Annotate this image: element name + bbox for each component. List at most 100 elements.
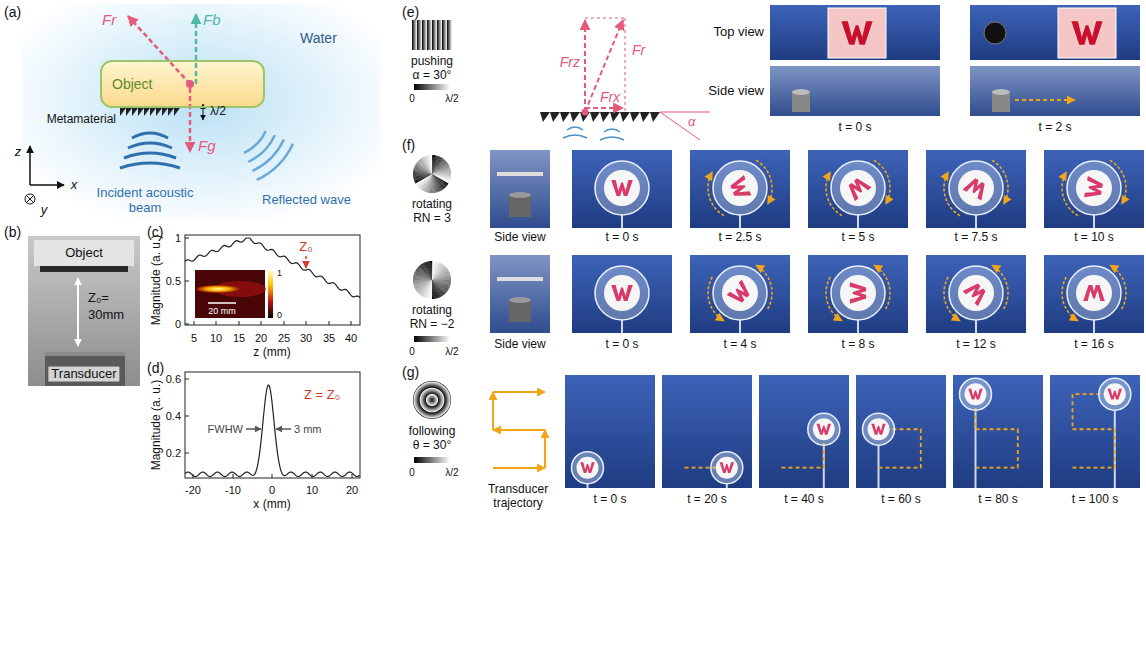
tick-label: 0.2 — [166, 447, 181, 460]
tick-label: 0 — [277, 310, 282, 320]
figure-label: y — [41, 203, 48, 218]
time-stamp: t = 12 s — [956, 338, 996, 352]
panel-g-art — [413, 375, 1140, 488]
figure-label: z — [15, 145, 22, 160]
figure-label: Z = Z₀ — [304, 388, 340, 403]
figure-label: Reflected wave — [262, 193, 351, 208]
tick-label: λ/2 — [445, 93, 458, 105]
tick-label: 0.5 — [166, 275, 181, 288]
tick-label: λ/2 — [445, 467, 458, 479]
figure-label: Object — [65, 246, 103, 261]
tick-label: 0 — [269, 484, 275, 497]
force-label: Frx — [600, 89, 620, 105]
tick-label: 35 — [323, 332, 335, 345]
panel-f-art — [413, 150, 1144, 342]
axis-title: Magnitude (a. u.) — [150, 235, 164, 326]
tick-label: 5 — [191, 332, 197, 345]
figure-label: Side view — [708, 84, 764, 99]
force-label: Fr — [102, 11, 116, 28]
tick-label: 15 — [233, 332, 245, 345]
tick-label: λ/2 — [445, 346, 458, 358]
time-stamp: t = 16 s — [1074, 338, 1114, 352]
figure-label: Side view — [494, 338, 545, 352]
tick-label: 0 — [175, 318, 181, 331]
tick-label: 1 — [175, 232, 181, 245]
panel-e-art — [412, 5, 1140, 140]
time-stamp: t = 0 s — [605, 231, 638, 245]
figure-label: FWHW — [208, 423, 243, 436]
figure-label: Transducer — [48, 367, 119, 382]
tick-label: 0 — [409, 346, 415, 358]
figure-label: following — [409, 425, 456, 439]
panel-letter: (e) — [402, 4, 419, 20]
tick-label: -20 — [185, 484, 201, 497]
node-text: Object — [112, 76, 152, 92]
time-stamp: t = 2.5 s — [718, 231, 761, 245]
panel-letter: (f) — [402, 137, 415, 153]
figure-label: λ/2 — [210, 105, 226, 119]
time-stamp: t = 40 s — [784, 493, 824, 507]
time-stamp: t = 0 s — [605, 338, 638, 352]
tick-label: 25 — [278, 332, 290, 345]
figure-label: pushing — [411, 55, 453, 69]
force-label: α — [688, 115, 695, 130]
object-box: Object — [100, 60, 265, 108]
figure-label: rotating — [412, 198, 452, 212]
tick-label: 30 — [300, 332, 312, 345]
force-label: Fr — [632, 42, 645, 58]
force-label: Fb — [203, 11, 221, 28]
axis-title: Magnitude (a. u.) — [150, 380, 164, 471]
time-stamp: t = 100 s — [1072, 493, 1118, 507]
axis-title: z (mm) — [253, 346, 290, 360]
panel-b-photo — [28, 236, 140, 386]
force-label: Fg — [198, 137, 216, 154]
time-stamp: t = 5 s — [841, 231, 874, 245]
panel-letter: (d) — [147, 360, 164, 376]
time-stamp: t = 60 s — [881, 493, 921, 507]
tick-label: 1 — [277, 268, 282, 278]
figure-label: α = 30° — [413, 69, 452, 83]
tick-label: 0 — [409, 93, 415, 105]
panel-a-art — [22, 4, 380, 220]
panel-letter: (g) — [402, 364, 419, 380]
tick-label: 20 — [346, 484, 358, 497]
figure-label: 3 mm — [294, 423, 322, 436]
figure-label: Transducer trajectory — [478, 483, 558, 511]
time-stamp: t = 0 s — [593, 493, 626, 507]
time-stamp: t = 7.5 s — [954, 231, 997, 245]
figure-label: Top view — [713, 25, 764, 40]
figure-label: x — [71, 178, 78, 193]
time-stamp: t = 2 s — [1038, 121, 1071, 135]
figure-label: θ = 30° — [413, 439, 452, 453]
tick-label: 10 — [210, 332, 222, 345]
panel-c-plot — [185, 235, 360, 325]
panel-letter: (a) — [4, 4, 21, 20]
time-stamp: t = 0 s — [838, 121, 871, 135]
panel-letter: (b) — [4, 224, 21, 240]
axis-title: x (mm) — [253, 498, 290, 512]
figure-label: RN = −2 — [410, 318, 455, 332]
tick-label: 0.4 — [166, 410, 181, 423]
tick-label: 0.6 — [166, 373, 181, 386]
figure-label: Side view — [494, 231, 545, 245]
time-stamp: t = 4 s — [723, 338, 756, 352]
tick-label: 0 — [409, 467, 415, 479]
figure-label: Incident acoustic beam — [95, 186, 195, 216]
figure-label: Z₀= — [88, 291, 109, 306]
figure-label: rotating — [412, 304, 452, 318]
time-stamp: t = 8 s — [841, 338, 874, 352]
tick-label: -10 — [225, 484, 241, 497]
figure-label: Metamaterial — [47, 113, 116, 127]
figure-label: Z₀ — [299, 240, 312, 255]
panel-d-plot — [185, 372, 360, 478]
tick-label: 40 — [345, 332, 357, 345]
tick-label: 10 — [306, 484, 318, 497]
time-stamp: t = 10 s — [1074, 231, 1114, 245]
figure-label: 20 mm — [208, 306, 236, 316]
figure-label: 30mm — [88, 308, 124, 323]
time-stamp: t = 20 s — [687, 493, 727, 507]
figure-label: Water — [300, 30, 337, 46]
